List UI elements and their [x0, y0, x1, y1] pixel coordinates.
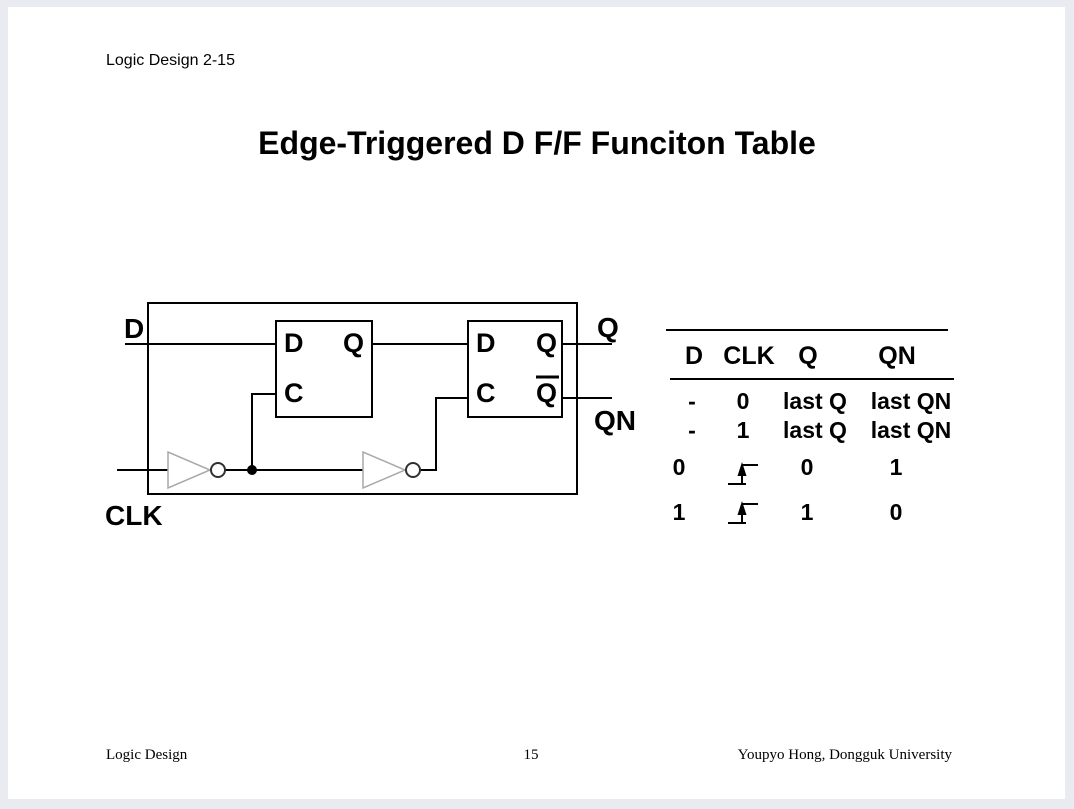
wire-clk-to-ff1c [251, 393, 276, 470]
footer-page-number: 15 [523, 747, 539, 763]
rising-edge-icon [728, 462, 758, 485]
table-header-qn: QN [878, 342, 916, 370]
page-title: Edge-Triggered D F/F Funciton Table [258, 125, 816, 161]
ff2-qbar-label: Q [536, 378, 557, 408]
ff1-q-label: Q [343, 328, 364, 358]
table-cell: last Q [783, 417, 847, 443]
wire-inv2-to-ff2c [420, 397, 468, 471]
table-cell: - [688, 388, 696, 414]
table-top-rule [666, 329, 948, 331]
rising-edge-icon [728, 501, 758, 524]
table-cell: last Q [783, 388, 847, 414]
table-cell: last QN [870, 388, 952, 414]
flipflop2-box [467, 320, 563, 418]
table-cell: 0 [736, 388, 750, 414]
table-header-rule [670, 378, 954, 380]
table-cell: last QN [870, 417, 952, 443]
ff2-c-label: C [476, 378, 496, 408]
table-header-q: Q [798, 342, 818, 370]
footer-course-name: Logic Design [106, 747, 188, 763]
table-cell: 1 [672, 499, 686, 525]
table-cell: 1 [736, 417, 750, 443]
dff-circuit-diagram: D CLK Q QN D Q C D Q C Q [105, 302, 636, 531]
table-header-d: D [684, 342, 704, 370]
table-header-clk: CLK [723, 342, 775, 370]
inverter2-bubble-icon [405, 462, 421, 478]
ff2-q-label: Q [536, 328, 557, 358]
ff1-c-label: C [284, 378, 304, 408]
slide-header-text: Logic Design 2-15 [106, 52, 235, 69]
inverter1-icon [167, 450, 212, 490]
table-cell: 0 [889, 499, 903, 525]
flipflop1-box [275, 320, 373, 418]
ff1-d-label: D [284, 328, 304, 358]
footer-author: Youpyo Hong, Dongguk University [737, 747, 952, 763]
q-output-label: Q [597, 312, 619, 343]
ff2-d-label: D [476, 328, 496, 358]
table-cell: 0 [800, 454, 814, 480]
table-cell: 0 [672, 454, 686, 480]
table-cell: - [688, 417, 696, 443]
qn-output-label: QN [594, 405, 636, 436]
table-cell: 1 [800, 499, 814, 525]
junction-dot [247, 465, 257, 475]
table-cell: 1 [889, 454, 903, 480]
inverter1-bubble-icon [210, 462, 226, 478]
d-input-label: D [124, 313, 144, 344]
clk-input-label: CLK [105, 500, 163, 531]
inverter2-icon [362, 450, 407, 490]
